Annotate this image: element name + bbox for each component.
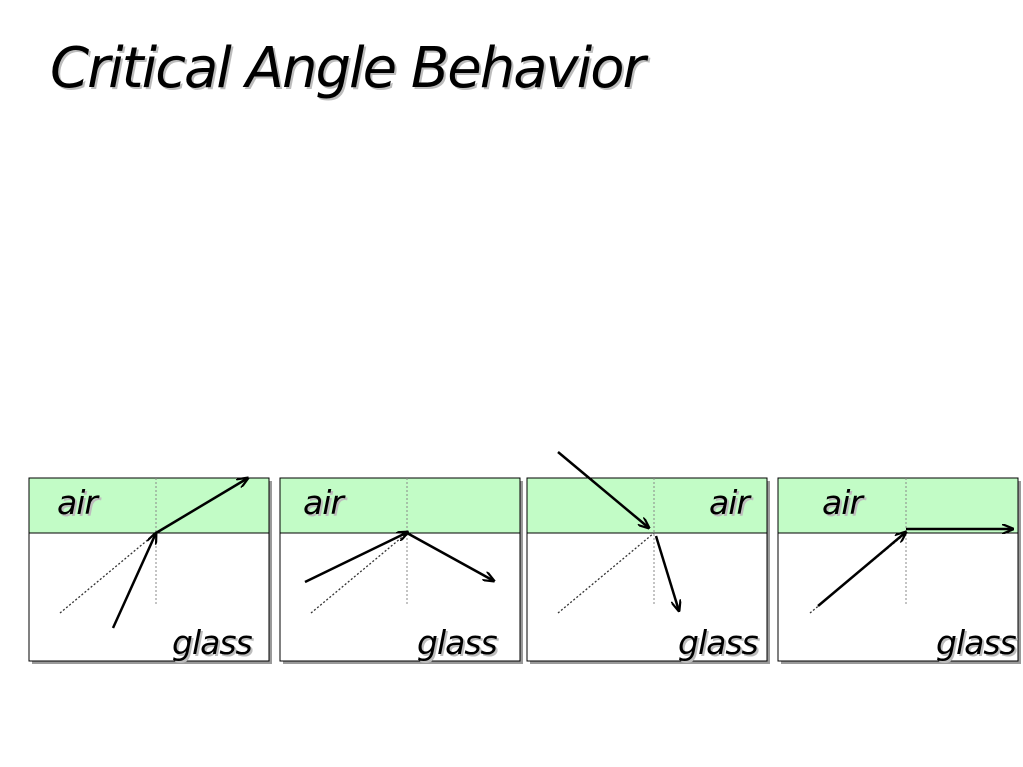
air-label: air	[303, 483, 346, 522]
extended-ray-dotted	[557, 532, 655, 614]
svg-text:glass: glass	[938, 625, 1019, 664]
incident-ray	[304, 532, 408, 584]
panel-from-air: air air glass glass	[526, 451, 770, 664]
glass-label: glass	[417, 623, 498, 662]
air-region	[280, 478, 520, 533]
glass-label: glass	[678, 623, 759, 662]
air-region	[778, 478, 1018, 533]
refracted-ray	[155, 478, 248, 535]
air-region	[29, 478, 269, 533]
panel-total-internal-reflection: air air glass glass	[279, 477, 523, 664]
extended-ray-dotted	[310, 532, 408, 614]
glass-region	[29, 533, 269, 661]
svg-text:air: air	[305, 485, 348, 524]
panel-refraction: air air glass glass	[28, 477, 272, 664]
panel-border	[28, 477, 270, 662]
panel-border	[777, 477, 1019, 662]
svg-text:glass: glass	[419, 625, 500, 664]
panel-border	[526, 477, 768, 662]
svg-text:glass: glass	[174, 625, 255, 664]
extended-ray-dotted	[59, 532, 157, 614]
glass-region	[280, 533, 520, 661]
glass-label: glass	[172, 623, 253, 662]
svg-text:air: air	[824, 485, 867, 524]
glass-region	[527, 533, 767, 661]
incident-ray	[557, 451, 649, 528]
svg-text:air: air	[711, 485, 754, 524]
glass-label: glass	[936, 623, 1017, 662]
glass-region	[778, 533, 1018, 661]
incident-ray	[817, 532, 906, 607]
panel-border	[279, 477, 521, 662]
slide-title: Critical Angle Behavior	[50, 36, 645, 101]
svg-text:air: air	[59, 485, 102, 524]
svg-text:glass: glass	[680, 625, 761, 664]
refracted-ray	[654, 535, 679, 611]
air-label: air	[709, 483, 752, 522]
air-label: air	[822, 483, 865, 522]
air-label: air	[57, 483, 100, 522]
panel-critical-angle: air air glass glass	[777, 477, 1021, 664]
incident-ray	[111, 533, 156, 629]
reflected-ray	[406, 531, 494, 581]
